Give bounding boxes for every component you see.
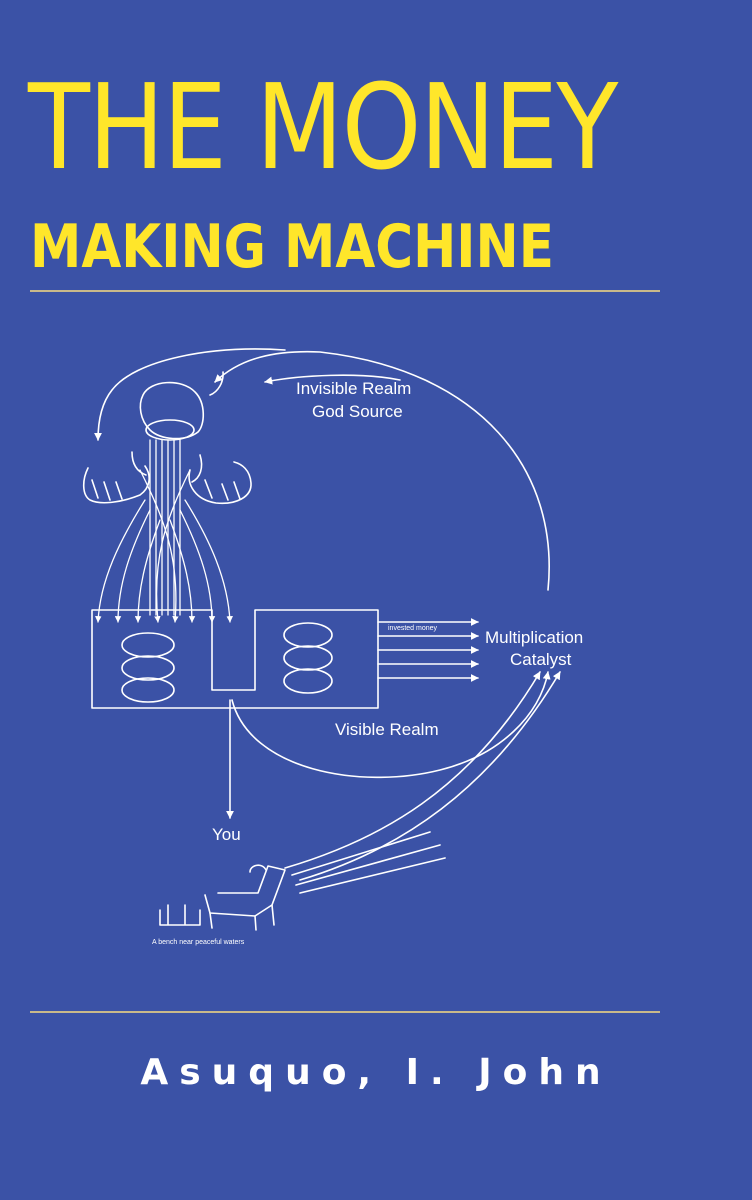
title-line-2: MAKING MACHINE	[30, 212, 554, 282]
left-hand-icon	[82, 451, 150, 504]
title-line-1: THE MONEY	[28, 58, 618, 196]
visible-realm-loop	[231, 671, 551, 779]
label-invisible-realm: Invisible Realm	[296, 379, 411, 398]
realm-return-arrow	[214, 350, 550, 591]
author-name: Asuquo, I. John	[140, 1052, 612, 1093]
label-invested-money: invested money	[388, 625, 438, 632]
top-rule	[30, 290, 660, 292]
god-source-arrow	[264, 374, 401, 385]
money-machine-diagram: Invisible Realm God Source Multiplicatio…	[82, 348, 583, 946]
outer-loop-arrow	[94, 348, 286, 441]
pouring-hand-icon	[139, 371, 224, 441]
label-multiplication: Multiplication	[485, 628, 583, 647]
bottom-rule	[30, 1011, 660, 1013]
output-arrows	[377, 618, 479, 682]
label-caption: A bench near peaceful waters	[152, 939, 245, 946]
right-coil	[283, 622, 333, 694]
label-you: You	[212, 825, 241, 844]
label-god-source: God Source	[312, 402, 403, 421]
money-stream	[95, 439, 233, 623]
label-catalyst: Catalyst	[510, 650, 572, 669]
bench-return-arrows	[284, 671, 561, 894]
left-coil	[121, 632, 175, 703]
right-hand-icon	[188, 454, 252, 505]
bench-icon	[159, 864, 286, 931]
machine-left-box	[91, 609, 379, 709]
label-visible-realm: Visible Realm	[335, 720, 439, 739]
